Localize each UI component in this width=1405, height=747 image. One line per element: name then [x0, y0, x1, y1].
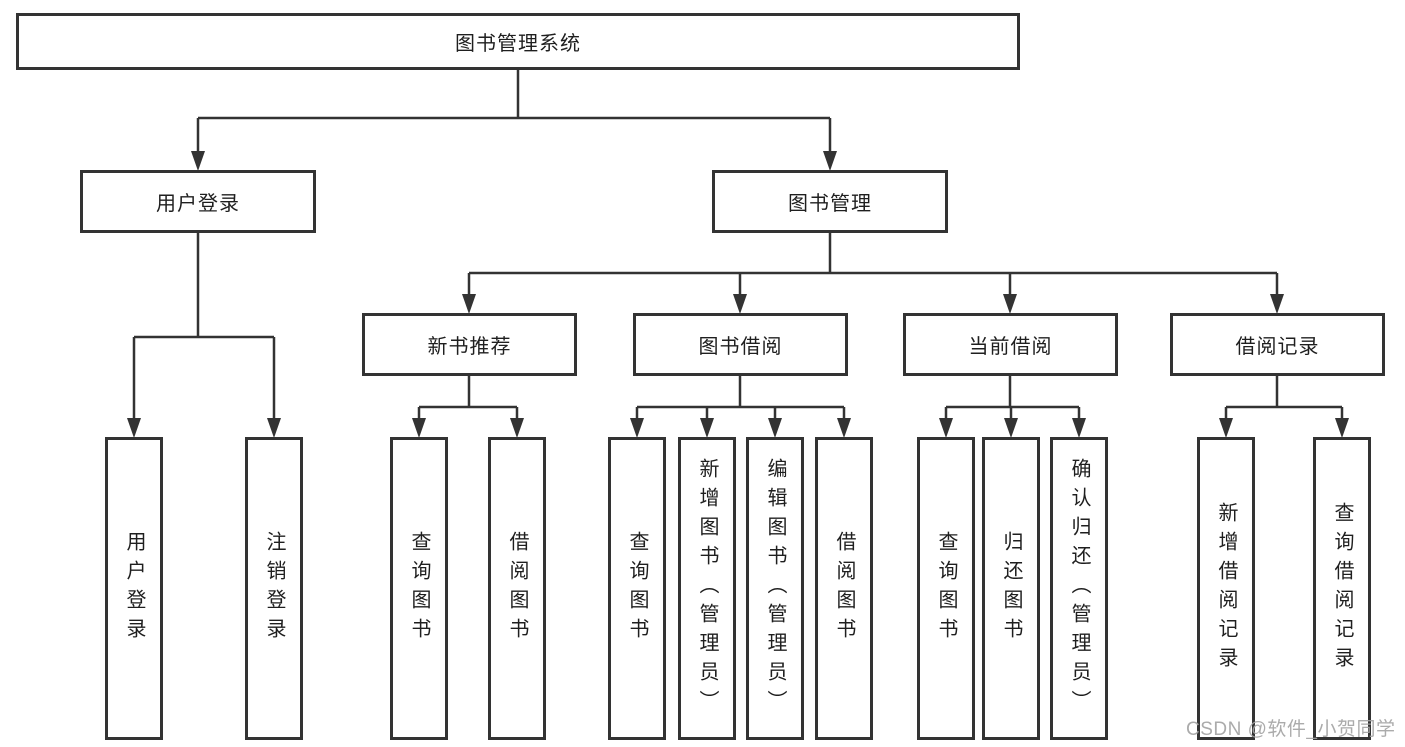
node-user-login-branch-label: 用户登录 — [156, 193, 240, 215]
connector-user-login-branch — [127, 233, 281, 438]
leaf-query-book-current: 查询图书 — [917, 437, 975, 740]
connector-root-to-level2 — [191, 70, 837, 171]
leaf-confirm-return-admin-label: 确认归还（管理员） — [1068, 458, 1090, 719]
leaf-add-borrow-record: 新增借阅记录 — [1197, 437, 1255, 740]
node-borrow-record-label: 借阅记录 — [1235, 336, 1320, 358]
leaf-return-book-label: 归还图书 — [1000, 530, 1022, 647]
node-root: 图书管理系统 — [16, 13, 1020, 70]
connector-borrow-record — [1219, 376, 1349, 438]
leaf-query-book-recommend: 查询图书 — [390, 437, 448, 740]
leaf-query-book-borrow-label: 查询图书 — [626, 530, 648, 647]
leaf-borrow-book: 借阅图书 — [815, 437, 873, 740]
arrowhead — [733, 294, 747, 314]
leaf-return-book: 归还图书 — [982, 437, 1040, 740]
leaf-query-book-borrow: 查询图书 — [608, 437, 666, 740]
node-borrow-record: 借阅记录 — [1170, 313, 1385, 376]
connector-new-book-recommend — [412, 376, 524, 438]
connector-book-borrow — [630, 376, 851, 438]
arrowhead — [700, 418, 714, 438]
node-book-management: 图书管理 — [712, 170, 948, 233]
leaf-add-book-admin: 新增图书（管理员） — [678, 437, 736, 740]
node-user-login-branch: 用户登录 — [80, 170, 316, 233]
arrowhead — [510, 418, 524, 438]
node-book-borrow-label: 图书借阅 — [698, 336, 783, 358]
leaf-user-login: 用户登录 — [105, 437, 163, 740]
arrowhead — [1335, 418, 1349, 438]
leaf-add-book-admin-label: 新增图书（管理员） — [696, 458, 718, 719]
arrowhead — [837, 418, 851, 438]
node-current-borrow-label: 当前借阅 — [968, 336, 1053, 358]
leaf-query-borrow-record-label: 查询借阅记录 — [1331, 501, 1353, 676]
leaf-edit-book-admin: 编辑图书（管理员） — [746, 437, 804, 740]
arrowhead — [630, 418, 644, 438]
node-new-book-recommend: 新书推荐 — [362, 313, 577, 376]
node-new-book-recommend-label: 新书推荐 — [427, 336, 512, 358]
leaf-logout: 注销登录 — [245, 437, 303, 740]
leaf-borrow-book-recommend: 借阅图书 — [488, 437, 546, 740]
arrowhead — [768, 418, 782, 438]
node-book-management-label: 图书管理 — [788, 193, 872, 215]
arrowhead — [1072, 418, 1086, 438]
leaf-add-borrow-record-label: 新增借阅记录 — [1215, 501, 1237, 676]
leaf-logout-label: 注销登录 — [263, 530, 285, 647]
leaf-borrow-book-label: 借阅图书 — [833, 530, 855, 647]
leaf-query-book-current-label: 查询图书 — [935, 530, 957, 647]
arrowhead — [127, 418, 141, 438]
leaf-edit-book-admin-label: 编辑图书（管理员） — [764, 458, 786, 719]
connector-current-borrow — [939, 376, 1086, 438]
leaf-confirm-return-admin: 确认归还（管理员） — [1050, 437, 1108, 740]
arrowhead — [267, 418, 281, 438]
node-root-label: 图书管理系统 — [455, 33, 581, 55]
arrowhead — [1270, 294, 1284, 314]
arrowhead — [1003, 294, 1017, 314]
node-current-borrow: 当前借阅 — [903, 313, 1118, 376]
connector-book-management-to-level3 — [462, 233, 1284, 314]
arrowhead — [1219, 418, 1233, 438]
arrowhead — [1004, 418, 1018, 438]
leaf-query-book-recommend-label: 查询图书 — [408, 530, 430, 647]
node-book-borrow: 图书借阅 — [633, 313, 848, 376]
arrowhead — [412, 418, 426, 438]
leaf-query-borrow-record: 查询借阅记录 — [1313, 437, 1371, 740]
csdn-watermark: CSDN @软件_小贺同学 — [1186, 719, 1396, 740]
arrowhead — [823, 151, 837, 171]
arrowhead — [939, 418, 953, 438]
leaf-borrow-book-recommend-label: 借阅图书 — [506, 530, 528, 647]
arrowhead — [191, 151, 205, 171]
leaf-user-login-label: 用户登录 — [123, 530, 145, 647]
arrowhead — [462, 294, 476, 314]
